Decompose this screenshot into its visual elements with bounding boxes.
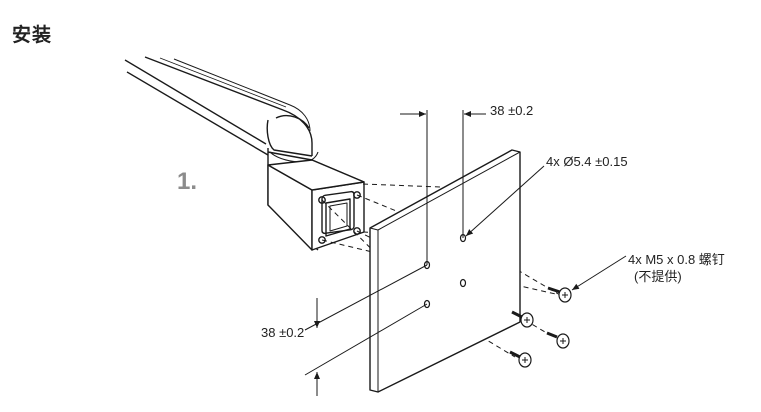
screw-icon: [511, 310, 534, 328]
hole-callout-label: 4x Ø5.4 ±0.15: [546, 154, 628, 169]
screw-icon: [547, 286, 572, 303]
screw-callout-label: 4x M5 x 0.8 螺钉: [628, 252, 725, 267]
dimension-left-label: 38 ±0.2: [261, 325, 305, 340]
screw-icon: [546, 331, 570, 349]
bracket-adapter: [267, 159, 365, 251]
dimension-lines: [304, 110, 627, 396]
dimension-top-label: 38 ±0.2: [490, 103, 534, 118]
section-title: 安装: [12, 24, 53, 46]
screw-note-label: (不提供): [634, 269, 682, 284]
mounting-plate: [369, 149, 521, 393]
screw-icon: [509, 350, 532, 368]
screws: [509, 286, 572, 368]
step-number: 1.: [177, 168, 198, 195]
